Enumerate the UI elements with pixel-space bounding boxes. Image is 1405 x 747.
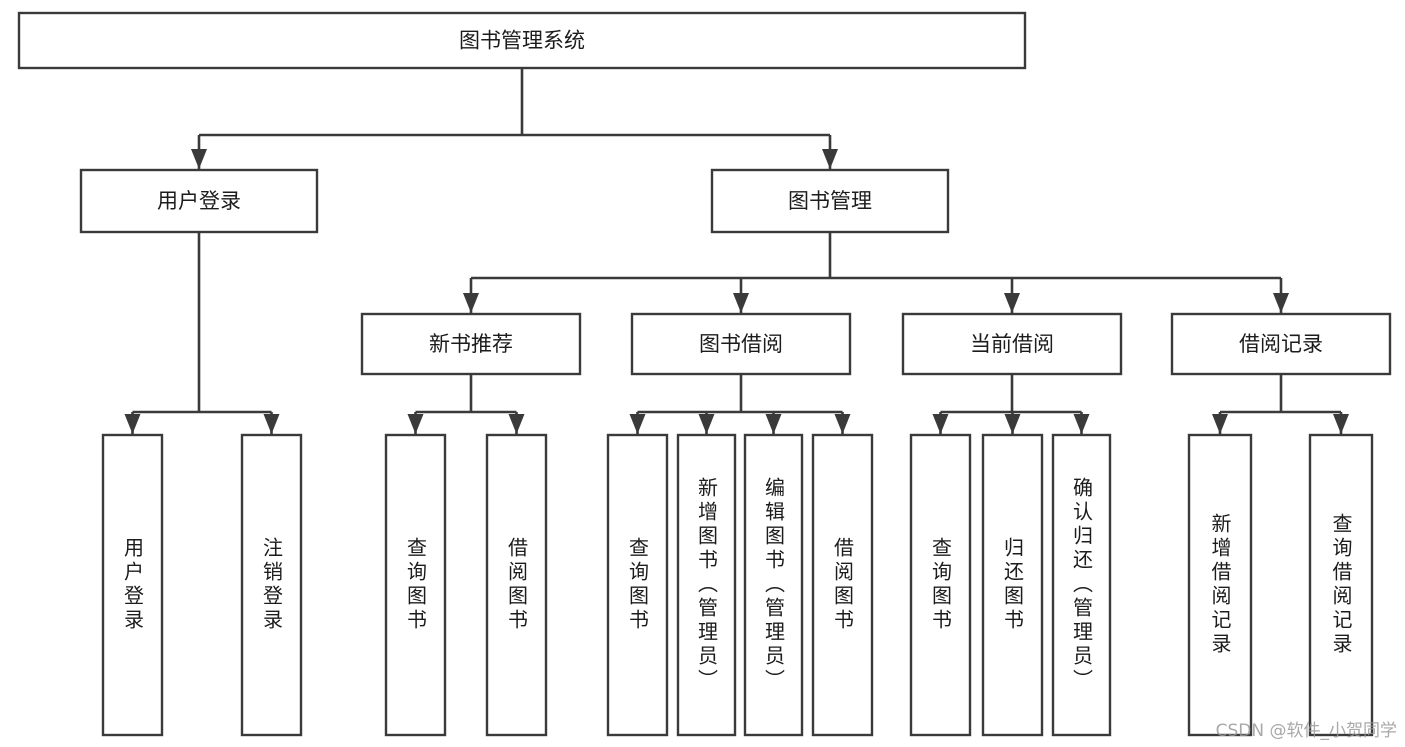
level2-node-box[interactable]: [710, 168, 950, 234]
csdn-watermark: CSDN @软件_小贺同学: [1215, 721, 1397, 741]
arrow-head-icon: [629, 414, 646, 434]
leaf-node-box[interactable]: [384, 433, 447, 737]
arrow-head-icon: [733, 293, 749, 313]
connector-layer: [124, 68, 1349, 434]
arrow-head-icon: [822, 149, 838, 169]
arrow-head-icon: [1004, 293, 1020, 313]
leaf-node-box[interactable]: [909, 433, 972, 737]
arrow-head-icon: [1333, 414, 1349, 434]
arrow-head-icon: [407, 414, 424, 434]
arrow-head-icon: [932, 414, 949, 434]
leaf-node-box[interactable]: [240, 433, 303, 737]
arrow-head-icon: [508, 414, 525, 434]
arrow-head-icon: [1212, 414, 1228, 434]
arrow-head-icon: [1273, 293, 1289, 313]
level3-node-box[interactable]: [360, 312, 582, 376]
arrow-head-icon: [124, 414, 141, 434]
node-box-layer: [17, 11, 1392, 737]
leaf-node-box[interactable]: [101, 433, 164, 737]
level3-node-box[interactable]: [630, 312, 852, 376]
leaf-node-box[interactable]: [743, 433, 804, 737]
level2-node-label: 用户登录: [157, 189, 241, 213]
leaf-node-box[interactable]: [981, 433, 1044, 737]
leaf-node-box[interactable]: [676, 433, 737, 737]
level3-node-label: 借阅记录: [1239, 332, 1323, 356]
leaf-node-box[interactable]: [1187, 433, 1253, 737]
arrow-head-icon: [1073, 414, 1090, 434]
root-node-label: 图书管理系统: [459, 29, 585, 53]
arrow-head-icon: [463, 293, 479, 313]
level2-node-box[interactable]: [79, 168, 319, 234]
arrow-head-icon: [1004, 414, 1021, 434]
arrow-head-icon: [191, 149, 207, 169]
leaf-node-box[interactable]: [485, 433, 548, 737]
arrow-head-icon: [698, 414, 715, 434]
level3-node-box[interactable]: [901, 312, 1123, 376]
leaf-node-box[interactable]: [606, 433, 669, 737]
root-node-box[interactable]: [17, 11, 1027, 70]
level2-node-label: 图书管理: [788, 189, 872, 213]
level3-node-label: 当前借阅: [970, 332, 1054, 356]
arrow-head-icon: [765, 414, 782, 434]
level3-node-label: 新书推荐: [429, 332, 513, 356]
level3-node-label: 图书借阅: [699, 332, 783, 356]
level3-node-box[interactable]: [1170, 312, 1392, 376]
arrow-head-icon: [263, 414, 280, 434]
leaf-node-box[interactable]: [811, 433, 874, 737]
leaf-node-box[interactable]: [1051, 433, 1112, 737]
arrow-head-icon: [834, 414, 851, 434]
leaf-node-box[interactable]: [1308, 433, 1374, 737]
